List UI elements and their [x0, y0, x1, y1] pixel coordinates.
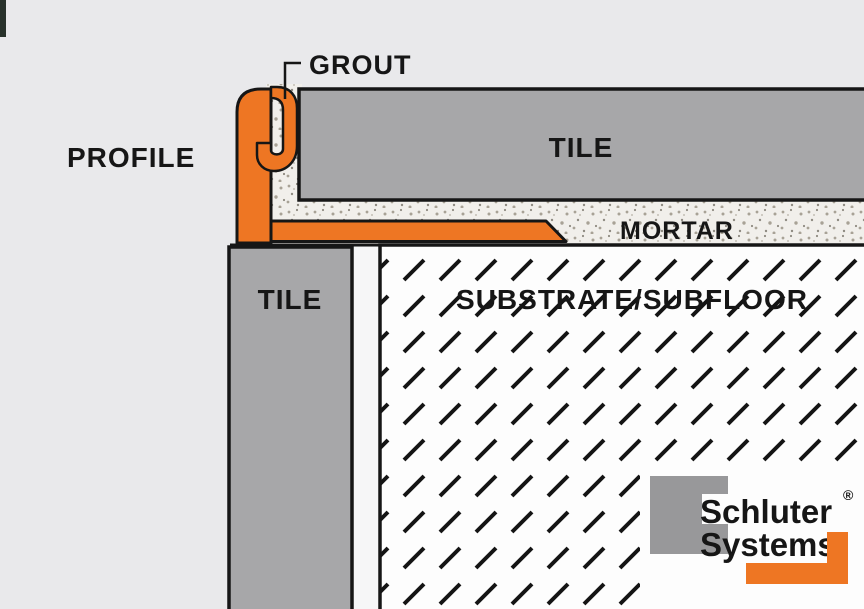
- logo-text-systems: Systems: [700, 526, 836, 563]
- scan-artifact: [0, 0, 6, 37]
- logo-square-notch: [702, 494, 728, 524]
- profile-anchoring-leg: [235, 219, 568, 243]
- label-profile: PROFILE: [67, 142, 195, 173]
- vertical-joint-gap: [353, 247, 380, 609]
- logo-text-schluter: Schluter: [700, 493, 832, 530]
- tile-left: [227, 245, 354, 609]
- profile-vertical-face: [235, 87, 273, 245]
- grout-leader-line: [283, 61, 301, 99]
- tile-top: [297, 87, 864, 202]
- label-mortar: MORTAR: [620, 217, 734, 245]
- schluter-systems-logo: Schluter ® Systems: [640, 466, 864, 609]
- profile-bead-hook: [255, 85, 299, 173]
- label-substrate: SUBSTRATE/SUBFLOOR: [456, 284, 808, 315]
- logo-registered-mark: ®: [843, 487, 854, 503]
- label-tile-top: TILE: [549, 132, 614, 163]
- label-grout: GROUT: [309, 50, 412, 80]
- logo-orange-angle: [746, 532, 848, 584]
- label-tile-left: TILE: [258, 284, 323, 315]
